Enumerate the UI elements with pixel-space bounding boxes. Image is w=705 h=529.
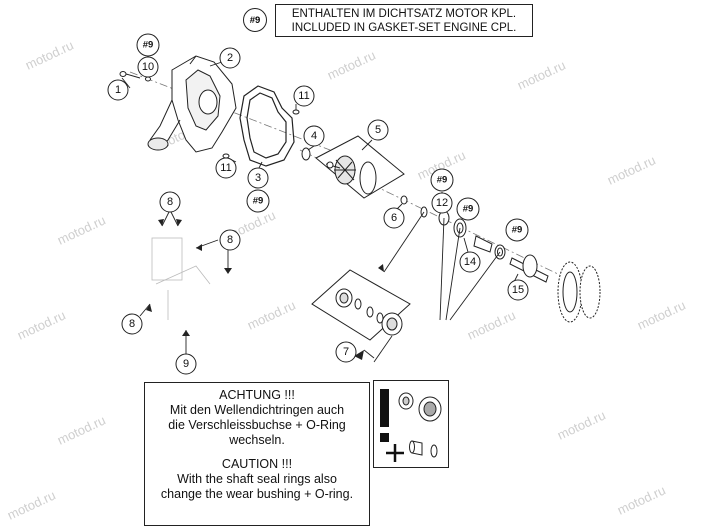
callout-tag-9c: #9 [430,168,454,192]
cover-gasket [239,85,295,167]
arrowheads [146,219,384,360]
cover-screw [119,71,151,82]
svg-text:7: 7 [343,346,349,358]
callout-8b: 8 [219,229,241,251]
svg-text:#9: #9 [512,225,523,236]
svg-text:1: 1 [115,84,121,96]
svg-text:#9: #9 [143,40,154,51]
svg-text:motod.ru: motod.ru [55,212,108,247]
callout-5: 5 [367,119,389,141]
note-line-en: INCLUDED IN GASKET-SET ENGINE CPL. [291,22,517,34]
callout-9: 9 [175,353,197,375]
svg-text:motod.ru: motod.ru [515,57,568,92]
callout-7: 7 [335,341,357,363]
svg-text:motod.ru: motod.ru [5,487,58,522]
svg-text:14: 14 [464,256,476,268]
svg-text:#9: #9 [463,204,474,215]
callout-4: 4 [303,125,325,147]
caution-title-en: CAUTION !!! [221,457,293,471]
dowel-pins [222,109,300,159]
callout-11a: 11 [293,85,315,107]
callout-tag-9d: #9 [456,197,480,221]
bracket-parts [151,237,211,320]
callout-15: 15 [507,279,529,301]
caution-line-en-1: With the shaft seal rings also [177,472,337,486]
svg-text:motod.ru: motod.ru [615,482,668,517]
callouts: 1 #9 10 2 11 11 3 #9 4 5 6 #9 12 #9 14 #… [107,33,529,375]
caution-line-de-3: wechseln. [229,433,285,447]
svg-text:15: 15 [512,284,524,296]
shaft-parts [400,195,549,283]
header-tag-badge: #9 [243,8,267,32]
warning-graphic [380,389,442,462]
svg-text:4: 4 [311,130,317,142]
callout-tag-9e: #9 [505,218,529,242]
svg-text:9: 9 [183,358,189,370]
warning-illustration [373,380,449,468]
water-pump-cover [147,55,237,153]
callout-tag-9b: #9 [246,189,270,213]
svg-text:6: 6 [391,212,397,224]
caution-line-de-2: die Verschleissbuchse + O-Ring [168,418,346,432]
callout-2: 2 [219,47,241,69]
svg-text:8: 8 [167,196,173,208]
svg-text:motod.ru: motod.ru [555,407,608,442]
shaft-seal-small [301,147,311,161]
callout-14: 14 [459,251,481,273]
svg-text:11: 11 [220,162,231,174]
svg-text:8: 8 [227,234,233,246]
callout-11b: 11 [215,157,237,179]
callout-1: 1 [107,79,129,101]
svg-text:5: 5 [375,124,381,136]
svg-text:12: 12 [436,197,448,209]
svg-text:motod.ru: motod.ru [465,307,518,342]
callout-tag-9a: #9 [136,33,160,57]
svg-text:motod.ru: motod.ru [605,152,658,187]
exclamation-icon [380,389,389,442]
callout-12: 12 [431,192,453,214]
svg-text:motod.ru: motod.ru [325,47,378,82]
note-line-de: ENTHALTEN IM DICHTSATZ MOTOR KPL. [291,8,517,20]
svg-text:11: 11 [298,90,309,102]
svg-text:motod.ru: motod.ru [55,412,108,447]
seal-ring-icons [398,392,442,422]
caution-line-en-2: change the wear bushing + O-ring. [160,487,354,501]
svg-text:#9: #9 [253,196,264,207]
svg-text:motod.ru: motod.ru [245,297,298,332]
callout-6: 6 [383,207,405,229]
plus-icon [386,444,404,462]
callout-10: 10 [137,56,159,78]
caution-line-de-1: Mit den Wellendichtringen auch [169,403,345,417]
drive-gear [557,261,601,323]
svg-text:3: 3 [255,172,261,184]
callout-3: 3 [247,167,269,189]
seal-set-box [311,269,411,341]
gasket-set-note: ENTHALTEN IM DICHTSATZ MOTOR KPL. INCLUD… [275,4,533,37]
caution-note: ACHTUNG !!! Mit den Wellendichtringen au… [144,382,370,526]
svg-text:motod.ru: motod.ru [635,297,688,332]
callout-8c: 8 [121,313,143,335]
svg-text:8: 8 [129,318,135,330]
svg-text:#9: #9 [437,175,448,186]
svg-text:10: 10 [142,61,154,73]
caution-title-de: ACHTUNG !!! [219,388,295,402]
svg-text:2: 2 [227,52,233,64]
svg-text:motod.ru: motod.ru [23,37,76,72]
svg-text:motod.ru: motod.ru [15,307,68,342]
callout-8a: 8 [159,191,181,213]
bushing-icons [409,440,438,458]
impeller-box [315,135,405,199]
